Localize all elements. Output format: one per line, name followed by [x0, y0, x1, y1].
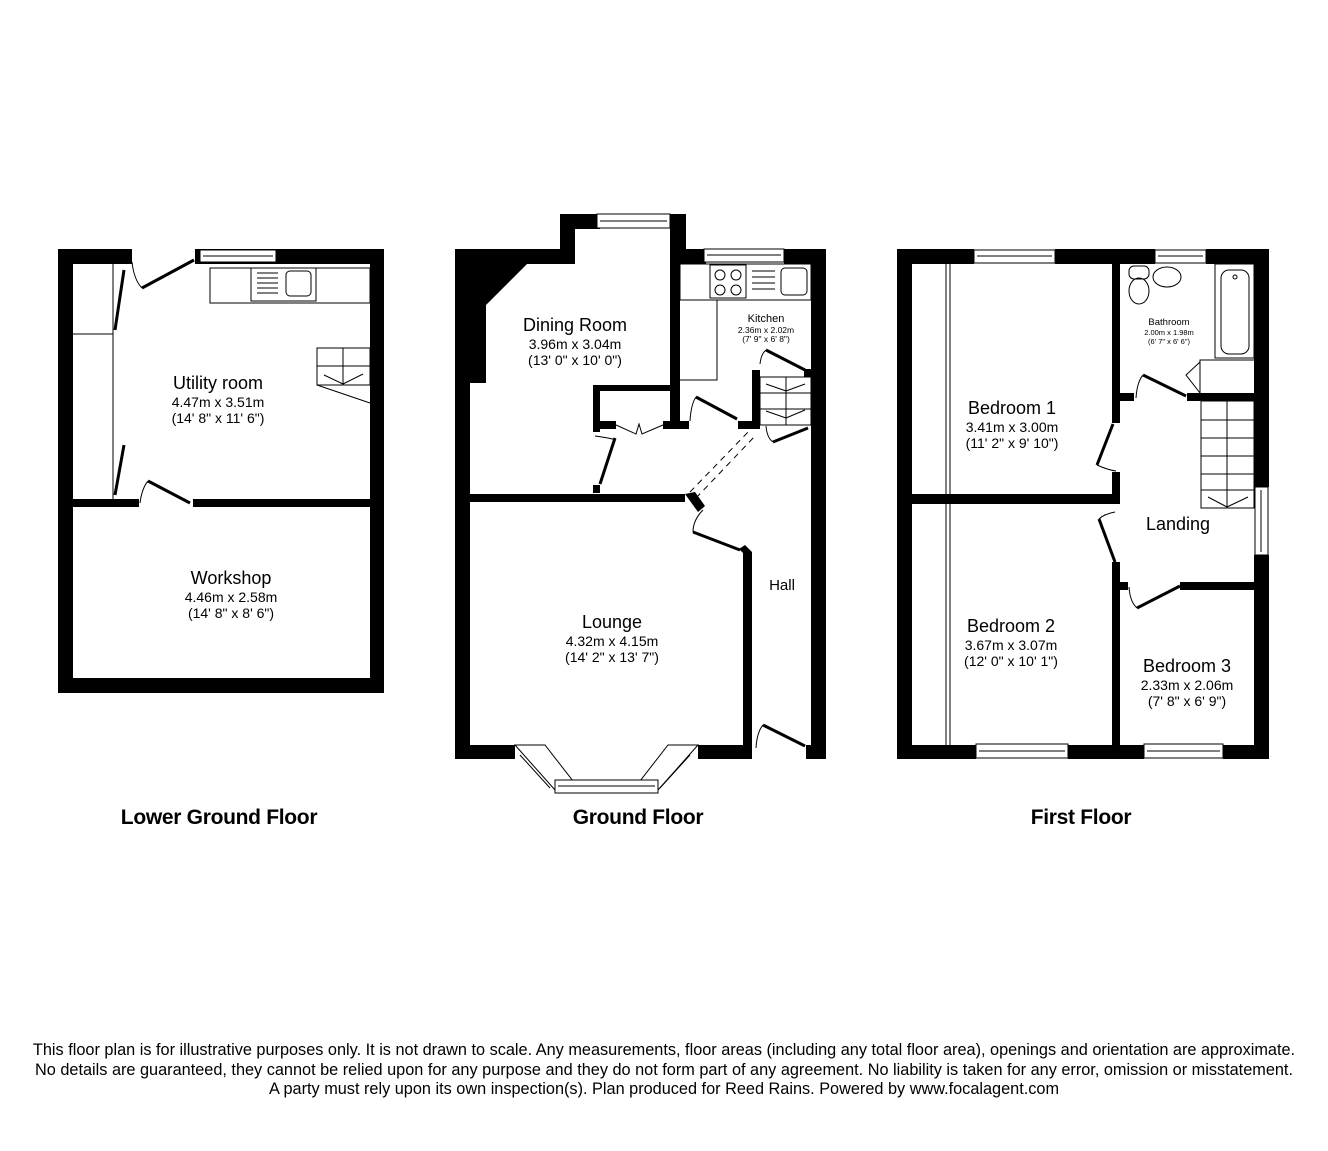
- room-label-bedroom-1: Bedroom 1 3.41m x 3.00m (11' 2" x 9' 10"…: [966, 398, 1059, 451]
- room-dimensions-metric: 4.47m x 3.51m: [171, 393, 265, 410]
- room-dimensions-imperial: (11' 2" x 9' 10"): [965, 434, 1059, 451]
- floor-title-first: First Floor: [1030, 806, 1132, 829]
- floor-title-ground: Ground Floor: [572, 806, 704, 829]
- room-dimensions-imperial: (7' 9" x 6' 8"): [742, 334, 790, 345]
- first-floor-plan: [897, 249, 1269, 759]
- lower-ground-floor-plan: [58, 249, 384, 693]
- room-label-workshop: Workshop 4.46m x 2.58m (14' 8" x 8' 6"): [185, 568, 278, 621]
- room-name: Kitchen: [747, 313, 785, 325]
- room-name: Bedroom 3: [1142, 656, 1232, 676]
- disclaimer-text: This floor plan is for illustrative purp…: [32, 1041, 1296, 1098]
- room-label-bedroom-2: Bedroom 2 3.67m x 3.07m (12' 0" x 10' 1"…: [964, 616, 1058, 669]
- room-dimensions-metric: 4.46m x 2.58m: [184, 588, 278, 605]
- room-label-utility-room: Utility room 4.47m x 3.51m (14' 8" x 11'…: [172, 373, 265, 426]
- room-name: Lounge: [581, 612, 643, 632]
- room-name: Landing: [1145, 514, 1211, 534]
- room-label-kitchen: Kitchen 2.36m x 2.02m (7' 9" x 6' 8"): [738, 313, 794, 345]
- room-dimensions-metric: 3.96m x 3.04m: [528, 335, 622, 352]
- room-dimensions-metric: 2.00m x 1.98m: [1144, 327, 1194, 337]
- room-name: Hall: [769, 577, 795, 594]
- room-dimensions-imperial: (6' 7" x 6' 6"): [1148, 336, 1190, 346]
- room-dimensions-metric: 3.67m x 3.07m: [964, 636, 1058, 653]
- room-label-bedroom-3: Bedroom 3 2.33m x 2.06m (7' 8" x 6' 9"): [1141, 656, 1234, 709]
- room-label-lounge: Lounge 4.32m x 4.15m (14' 2" x 13' 7"): [565, 612, 659, 665]
- ground-floor-plan: [455, 213, 826, 794]
- room-dimensions-metric: 2.36m x 2.02m: [737, 324, 795, 335]
- room-dimensions-imperial: (7' 8" x 6' 9"): [1147, 692, 1227, 709]
- room-dimensions-metric: 2.33m x 2.06m: [1140, 676, 1234, 693]
- room-name: Bedroom 1: [967, 398, 1057, 418]
- room-dimensions-imperial: (14' 8" x 11' 6"): [171, 409, 265, 426]
- room-dimensions-imperial: (13' 0" x 10' 0"): [528, 351, 622, 368]
- room-name: Bathroom: [1148, 317, 1190, 328]
- room-label-dining-room: Dining Room 3.96m x 3.04m (13' 0" x 10' …: [523, 315, 627, 368]
- room-name: Workshop: [190, 568, 272, 588]
- room-name: Utility room: [172, 373, 264, 393]
- room-dimensions-imperial: (14' 8" x 8' 6"): [187, 604, 275, 621]
- room-dimensions-imperial: (14' 2" x 13' 7"): [565, 648, 659, 665]
- room-name: Dining Room: [522, 315, 628, 335]
- room-name: Bedroom 2: [966, 616, 1056, 636]
- room-dimensions-metric: 3.41m x 3.00m: [965, 418, 1059, 435]
- room-label-bathroom: Bathroom 2.00m x 1.98m (6' 7" x 6' 6"): [1144, 317, 1194, 346]
- room-dimensions-metric: 4.32m x 4.15m: [565, 632, 659, 649]
- floor-title-lower-ground: Lower Ground Floor: [120, 806, 318, 829]
- room-label-hall: Hall: [769, 577, 795, 594]
- room-dimensions-imperial: (12' 0" x 10' 1"): [964, 652, 1058, 669]
- room-label-landing: Landing: [1146, 514, 1210, 535]
